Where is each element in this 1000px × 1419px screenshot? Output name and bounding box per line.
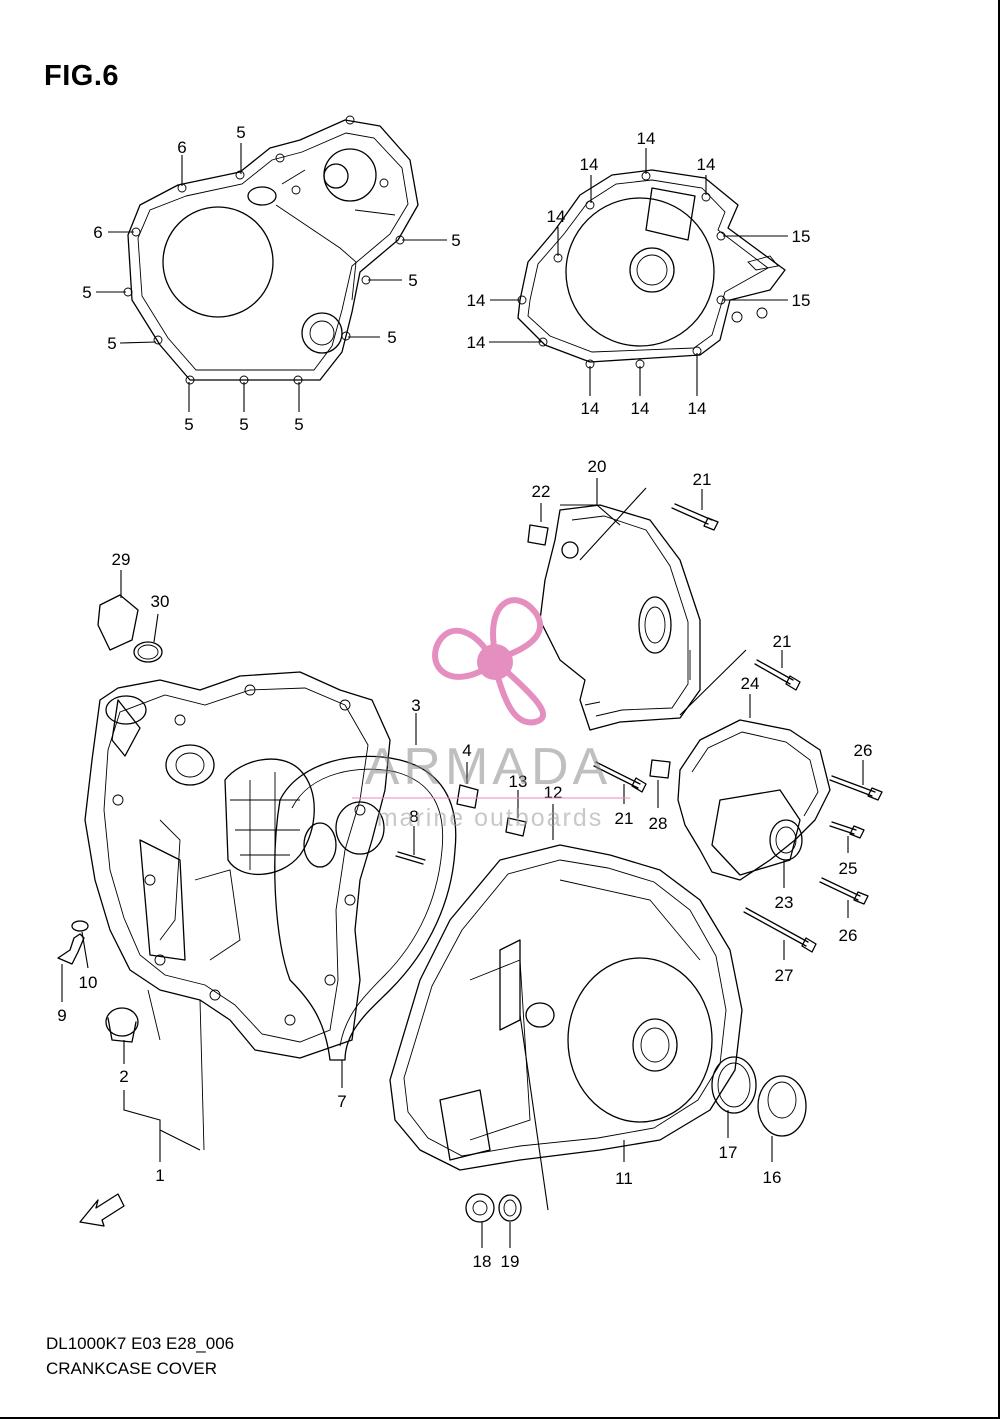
callout-part: 20 — [588, 457, 607, 476]
callout-part: 28 — [649, 814, 668, 833]
callout-part: 23 — [775, 893, 794, 912]
right-gasket — [517, 169, 786, 369]
watermark-tagline: marine outboards — [377, 804, 604, 832]
generator-cover — [389, 844, 743, 1171]
callout-part: 24 — [741, 674, 760, 693]
fwd-label: FWD — [95, 1200, 118, 1220]
callout-part: 19 — [501, 1252, 520, 1271]
drawing-name: CRANKCASE COVER — [46, 1359, 217, 1378]
watermark-brand: ARMADA — [365, 738, 611, 796]
callout-part: 4 — [462, 741, 471, 760]
callout-left-gasket: 5 — [82, 283, 91, 302]
callout-left-gasket: 5 — [184, 415, 193, 434]
crankcase-gasket — [274, 755, 457, 1061]
callout-left-gasket: 5 — [236, 123, 245, 142]
callout-part: 26 — [839, 926, 858, 945]
callout-left-gasket: 5 — [408, 271, 417, 290]
callout-part: 7 — [337, 1092, 346, 1111]
callout-part: 21 — [693, 470, 712, 489]
drawing-code: DL1000K7 E03 E28_006 — [46, 1334, 235, 1353]
crankcase — [84, 671, 391, 1151]
callout-numbers: 6 5 6 5 5 5 5 5 5 5 5 5 14 14 14 14 14 1… — [57, 123, 872, 1271]
callout-right-gasket: 14 — [688, 399, 707, 418]
callout-right-gasket: 14 — [581, 399, 600, 418]
callout-right-gasket: 14 — [580, 155, 599, 174]
callout-part: 29 — [112, 550, 131, 569]
left-gasket — [123, 115, 419, 385]
callout-left-gasket: 5 — [107, 334, 116, 353]
figure-title: FIG.6 — [44, 60, 120, 92]
callout-right-gasket: 15 — [792, 227, 811, 246]
callout-right-gasket: 14 — [467, 333, 486, 352]
callout-right-gasket: 14 — [547, 207, 566, 226]
callout-right-gasket: 14 — [697, 155, 716, 174]
callout-right-gasket: 15 — [792, 291, 811, 310]
water-pump-cover — [677, 719, 831, 881]
callout-part: 30 — [151, 592, 170, 611]
callout-part: 8 — [409, 807, 418, 826]
callout-part: 3 — [411, 696, 420, 715]
callout-right-gasket: 14 — [631, 399, 650, 418]
callout-part: 1 — [155, 1166, 164, 1185]
callout-part: 22 — [532, 482, 551, 501]
watermark-logo-icon — [432, 597, 546, 726]
callout-left-gasket: 5 — [387, 328, 396, 347]
callout-left-gasket: 5 — [239, 415, 248, 434]
callout-right-gasket: 14 — [637, 129, 656, 148]
small-parts — [57, 503, 883, 1227]
callout-part: 9 — [57, 1006, 66, 1025]
callout-part: 26 — [854, 741, 873, 760]
callout-part: 16 — [763, 1168, 782, 1187]
callout-part: 13 — [509, 772, 528, 791]
callout-right-gasket: 14 — [467, 291, 486, 310]
callout-part: 27 — [775, 966, 794, 985]
callout-left-gasket: 5 — [451, 231, 460, 250]
starter-cover — [539, 504, 701, 731]
callout-part: 10 — [79, 973, 98, 992]
callout-part: 2 — [119, 1067, 128, 1086]
callout-part: 17 — [719, 1143, 738, 1162]
callout-part: 21 — [773, 632, 792, 651]
callout-part: 11 — [615, 1169, 633, 1188]
callout-left-gasket: 6 — [93, 223, 102, 242]
callout-part: 18 — [473, 1252, 492, 1271]
callout-part: 21 — [615, 809, 634, 828]
callout-left-gasket: 5 — [294, 415, 303, 434]
callout-left-gasket: 6 — [177, 138, 186, 157]
callout-part: 25 — [839, 859, 858, 878]
leader-lines — [61, 143, 864, 1248]
watermark: ARMADA marine outboards — [352, 597, 630, 832]
